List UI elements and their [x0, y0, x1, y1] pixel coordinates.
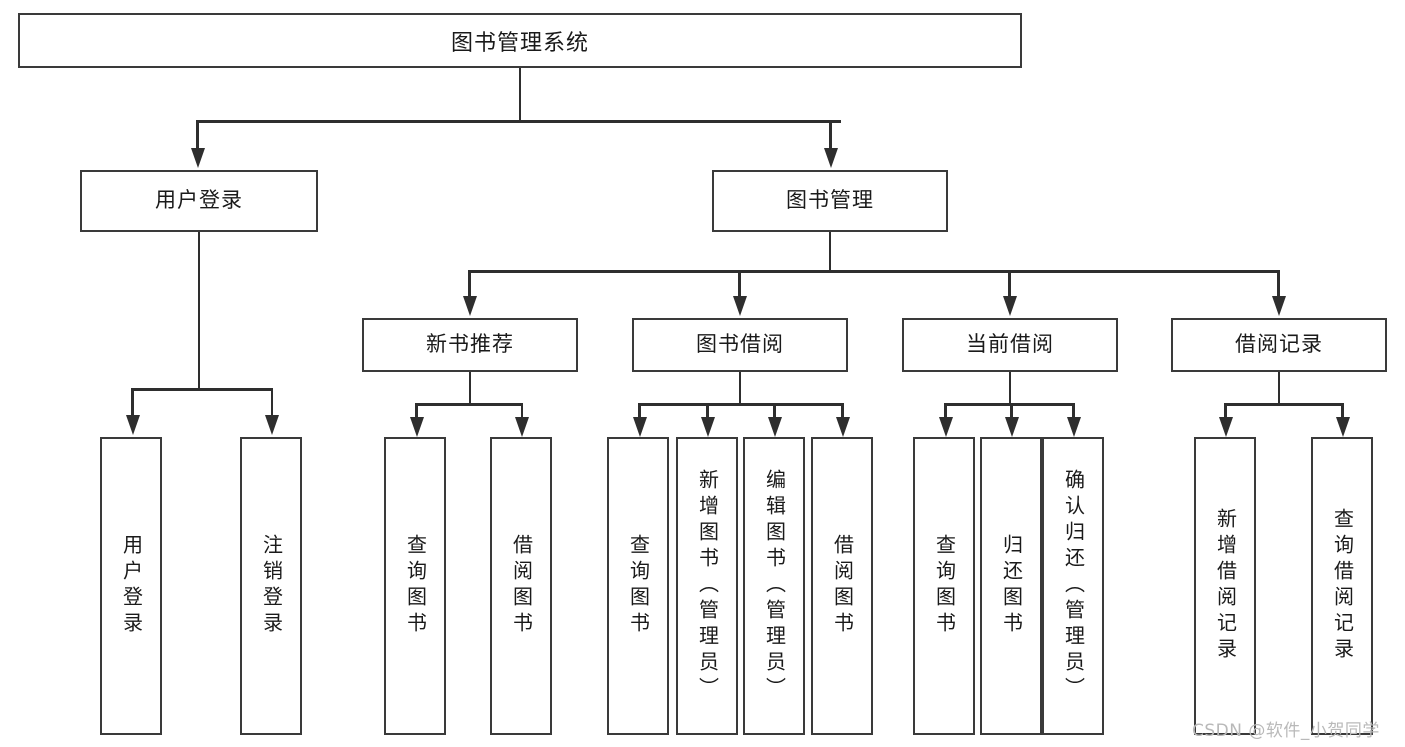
edge-currentborrow-drop-1: [944, 403, 947, 419]
node-label: 用户登录: [155, 188, 243, 213]
edge-bookborrow-drop-4: [841, 403, 844, 419]
leaf-query-book-current[interactable]: 查询图书: [913, 437, 975, 735]
leaf-query-book-recommend[interactable]: 查询图书: [384, 437, 446, 735]
node-label: 新增借阅记录: [1213, 508, 1238, 664]
node-user-login[interactable]: 用户登录: [80, 170, 318, 232]
edge-level3-bus: [468, 270, 1279, 273]
node-borrow-record[interactable]: 借阅记录: [1171, 318, 1387, 372]
edge-level2-drop-2: [829, 120, 832, 150]
node-label: 新书推荐: [426, 332, 514, 357]
node-label: 新增图书（管理员）: [695, 469, 720, 703]
edge-newbook-drop-1: [415, 403, 418, 419]
node-label: 图书借阅: [696, 332, 784, 357]
edge-newbook-bus: [415, 403, 523, 406]
edge-bookborrow-drop-3: [773, 403, 776, 419]
arrow-newbook-1: [409, 417, 424, 437]
node-label: 确认归还（管理员）: [1061, 469, 1086, 703]
arrow-bookborrow-4: [835, 417, 850, 437]
node-label: 图书管理: [786, 188, 874, 213]
node-label: 借阅记录: [1235, 332, 1323, 357]
edge-currentborrow-drop-3: [1072, 403, 1075, 419]
node-label: 归还图书: [999, 534, 1024, 638]
node-label: 借阅图书: [830, 534, 855, 638]
node-label: 注销登录: [259, 534, 284, 638]
edge-bookborrow-drop-2: [706, 403, 709, 419]
arrow-level2-1: [190, 148, 205, 168]
node-label: 借阅图书: [509, 534, 534, 638]
node-book-borrow[interactable]: 图书借阅: [632, 318, 848, 372]
arrow-level3-4: [1271, 296, 1286, 316]
arrow-currentborrow-2: [1004, 417, 1019, 437]
edge-root-stem: [518, 68, 521, 120]
edge-level3-drop-1: [468, 270, 471, 298]
edge-borrowrecord-bus: [1224, 403, 1343, 406]
arrow-newbook-2: [515, 417, 529, 437]
arrow-currentborrow-3: [1066, 417, 1081, 437]
watermark: CSDN @软件_小贺同学: [1192, 721, 1380, 741]
edge-userlogin-stem: [197, 232, 200, 388]
leaf-edit-book-admin[interactable]: 编辑图书（管理员）: [743, 437, 805, 735]
edge-bookborrow-bus: [638, 403, 843, 406]
edge-currentborrow-stem: [1008, 372, 1011, 403]
leaf-confirm-return-admin[interactable]: 确认归还（管理员）: [1042, 437, 1104, 735]
node-label: 查询借阅记录: [1330, 508, 1355, 664]
arrow-borrowrecord-1: [1218, 417, 1233, 437]
node-label: 用户登录: [119, 534, 144, 638]
leaf-logout[interactable]: 注销登录: [240, 437, 302, 735]
node-book-management[interactable]: 图书管理: [712, 170, 948, 232]
edge-userlogin-drop-1: [131, 388, 134, 417]
leaf-borrow-book-recommend[interactable]: 借阅图书: [490, 437, 552, 735]
arrow-currentborrow-1: [938, 417, 953, 437]
arrow-borrowrecord-2: [1335, 417, 1350, 437]
node-label: 图书管理系统: [450, 30, 589, 56]
leaf-query-borrow-record[interactable]: 查询借阅记录: [1311, 437, 1373, 735]
leaf-add-borrow-record[interactable]: 新增借阅记录: [1194, 437, 1256, 735]
arrow-level3-2: [732, 296, 747, 316]
edge-newbook-stem: [468, 372, 471, 403]
node-root-system[interactable]: 图书管理系统: [18, 13, 1022, 68]
edge-level2-bus: [196, 120, 841, 123]
arrow-level2-2: [823, 148, 838, 168]
arrow-level3-3: [1002, 296, 1017, 316]
arrow-level3-1: [462, 296, 477, 316]
node-new-book-recommend[interactable]: 新书推荐: [362, 318, 578, 372]
edge-currentborrow-drop-2: [1010, 403, 1013, 419]
node-label: 查询图书: [932, 534, 957, 638]
edge-borrowrecord-drop-1: [1224, 403, 1227, 419]
leaf-add-book-admin[interactable]: 新增图书（管理员）: [676, 437, 738, 735]
edge-bookborrow-stem: [738, 372, 741, 403]
arrow-bookborrow-3: [767, 417, 782, 437]
leaf-borrow-book[interactable]: 借阅图书: [811, 437, 873, 735]
edge-bookmgmt-stem: [828, 232, 831, 270]
edge-level3-drop-2: [738, 270, 741, 298]
leaf-return-book[interactable]: 归还图书: [980, 437, 1042, 735]
node-label: 查询图书: [626, 534, 651, 638]
edge-userlogin-bus: [131, 388, 273, 391]
edge-level3-drop-4: [1277, 270, 1280, 298]
edge-level2-drop-1: [196, 120, 199, 150]
arrow-bookborrow-1: [632, 417, 647, 437]
node-label: 查询图书: [403, 534, 428, 638]
edge-currentborrow-bus: [944, 403, 1075, 406]
edge-borrowrecord-drop-2: [1341, 403, 1344, 419]
leaf-user-login[interactable]: 用户登录: [100, 437, 162, 735]
node-label: 编辑图书（管理员）: [762, 469, 787, 703]
edge-newbook-drop-2: [520, 403, 523, 419]
edge-userlogin-drop-2: [270, 388, 273, 417]
arrow-userlogin-2: [265, 415, 279, 435]
edge-borrowrecord-stem: [1277, 372, 1280, 403]
arrow-userlogin-1: [125, 415, 140, 435]
leaf-query-book-borrow[interactable]: 查询图书: [607, 437, 669, 735]
node-label: 当前借阅: [966, 332, 1054, 357]
edge-bookborrow-drop-1: [638, 403, 641, 419]
arrow-bookborrow-2: [700, 417, 715, 437]
edge-level3-drop-3: [1008, 270, 1011, 298]
node-current-borrow[interactable]: 当前借阅: [902, 318, 1118, 372]
